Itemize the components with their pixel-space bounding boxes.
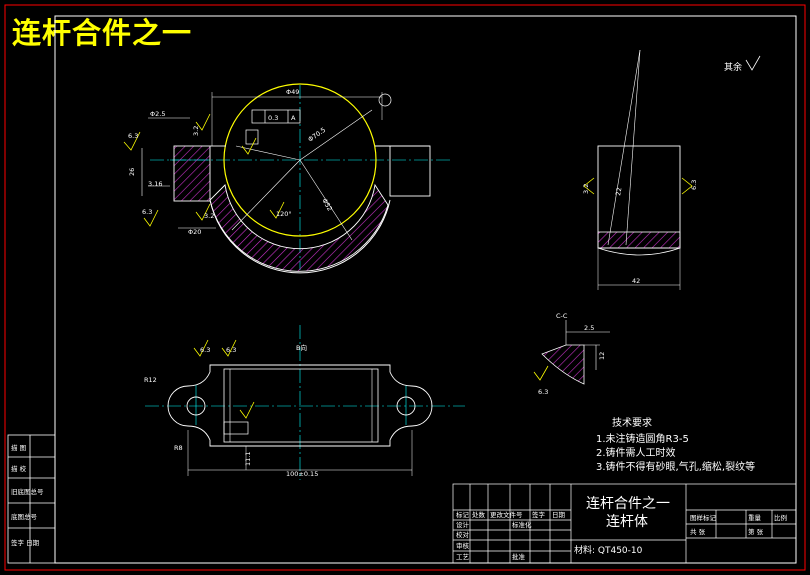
section-cc-label: C-C (556, 312, 568, 320)
strip-label-0: 描 图 (11, 443, 26, 452)
rough-cc: 6.3 (538, 388, 548, 396)
side-rough-left: 3.2 (582, 184, 590, 194)
dim-r8: R8 (174, 444, 183, 452)
right-header-0: 图样标记 (690, 513, 717, 522)
sheet-number: 第 张 (748, 527, 764, 536)
outer-border (4, 4, 806, 571)
strip-label-3: 底图总号 (11, 512, 38, 521)
side-view-texts: 42 3.2 6.3 22 (582, 180, 698, 285)
side-view (583, 49, 693, 290)
approve-label: 批准 (512, 552, 526, 561)
tech-requirements: 技术要求 1.未注铸造圆角R3-5 2.铸件需人工时效 3.铸件不得有砂眼,气孔… (596, 416, 755, 473)
strip-label-2: 旧底图总号 (11, 487, 44, 496)
side-width: 42 (632, 277, 640, 285)
rev-header-4: 日期 (552, 511, 566, 519)
dim-r12: R12 (144, 376, 157, 384)
other-roughness-label: 其余 (724, 61, 742, 73)
main-view (123, 83, 450, 274)
tech-item-1: 1.未注铸造圆角R3-5 (596, 432, 689, 445)
section-cc (533, 320, 610, 385)
rough-main-3: 3.2 (192, 126, 200, 136)
dim-bore: Φ52 (320, 197, 334, 213)
rev-header-0: 标记 (456, 510, 470, 519)
right-header-2: 比例 (774, 513, 787, 522)
drawing-title-banner: 连杆合件之一 (12, 16, 193, 50)
bottom-view (145, 325, 465, 480)
dim-small-center: Φ2.5 (150, 110, 165, 118)
direction-b-label: B向 (296, 343, 307, 352)
rough-bottom-1: 6.3 (200, 346, 210, 354)
dim-cc-12: 12 (598, 352, 606, 360)
row-process: 工艺 (456, 553, 470, 561)
side-rough-right: 6.3 (690, 180, 698, 190)
title-block (452, 483, 797, 564)
section-cc-texts: C-C 2.5 12 6.3 (538, 312, 606, 396)
dim-top-width: Φ49 (286, 88, 299, 96)
dim-small-h: 11.1 (244, 452, 252, 466)
dim-20: Φ20 (188, 228, 201, 236)
rev-header-3: 签字 (532, 510, 546, 519)
row-design: 设计 (456, 520, 470, 529)
bottom-view-texts: B向 R12 R8 100±0.15 11.1 6.3 6.3 (144, 343, 318, 478)
dim-cc-25: 2.5 (584, 324, 594, 332)
strip-label-4: 签字 日期 (11, 538, 40, 547)
dim-26: 26 (128, 168, 136, 176)
side-dim: 22 (614, 187, 623, 197)
other-roughness-symbol (745, 55, 761, 71)
tech-heading: 技术要求 (612, 416, 652, 429)
rough-main-1: 6.3 (128, 132, 138, 140)
row-review: 审核 (456, 541, 470, 550)
left-strip-labels: 描 图 描 校 旧底图总号 底图总号 签字 日期 (11, 443, 44, 547)
dim-length: 100±0.15 (286, 470, 318, 478)
sheet-total: 共 张 (690, 527, 706, 536)
tolerance-ref: A (291, 114, 296, 122)
left-signature-strip (7, 434, 56, 564)
drawing-name-line1: 连杆合件之一 (586, 496, 670, 512)
dim-big-radius: Φ70.5 (307, 126, 328, 144)
dim-angle: 120° (276, 210, 292, 218)
tech-item-3: 3.铸件不得有砂眼,气孔,缩松,裂纹等 (596, 460, 755, 473)
tolerance-value: 0.3 (268, 114, 278, 122)
rough-main-4: 3.2 (204, 212, 214, 220)
rough-main-2: 6.3 (142, 208, 152, 216)
standard-label: 标准化 (512, 520, 532, 529)
rough-bottom-2: 6.3 (226, 346, 236, 354)
drawing-name-line2: 连杆体 (606, 514, 648, 530)
material-label: 材料: QT450-10 (574, 544, 643, 556)
row-check: 校对 (456, 530, 470, 539)
strip-label-1: 描 校 (11, 464, 27, 473)
rev-header-1: 处数 (472, 510, 486, 519)
rev-header-2: 更改文件号 (490, 510, 523, 519)
right-header-1: 重量 (748, 514, 762, 522)
title-block-texts: 连杆合件之一 连杆体 材料: QT450-10 标记 处数 更改文件号 签字 日… (456, 496, 787, 561)
dim-3-16: 3.16 (148, 180, 162, 188)
inner-border (54, 15, 797, 564)
tech-item-2: 2.铸件需人工时效 (596, 446, 676, 459)
